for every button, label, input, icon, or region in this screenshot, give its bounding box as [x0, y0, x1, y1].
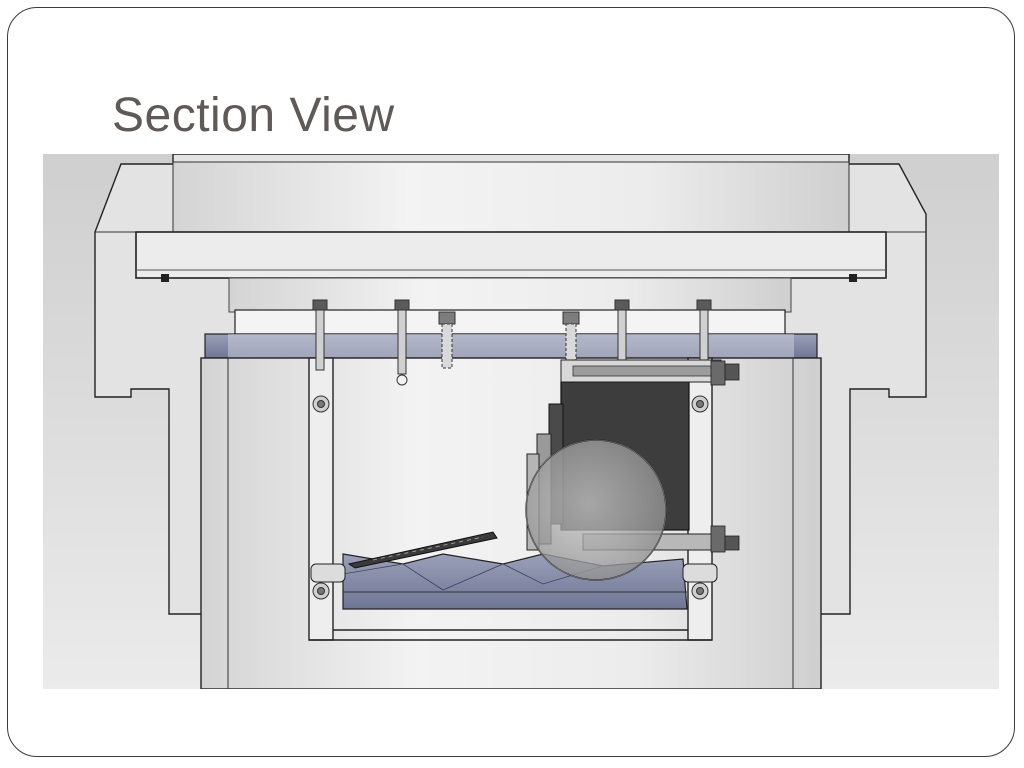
mounting-plate: [234, 309, 786, 335]
lower-cylinder: [200, 357, 822, 689]
section-view-drawing: [43, 154, 999, 689]
top-flange: [135, 231, 887, 279]
top-drum: [172, 161, 850, 233]
pivot-washers: [312, 395, 709, 600]
wand-part: [347, 531, 498, 569]
slide-title: Section View: [112, 89, 395, 142]
drive-wheel: [525, 439, 667, 581]
mounting-bolts: [312, 299, 712, 386]
